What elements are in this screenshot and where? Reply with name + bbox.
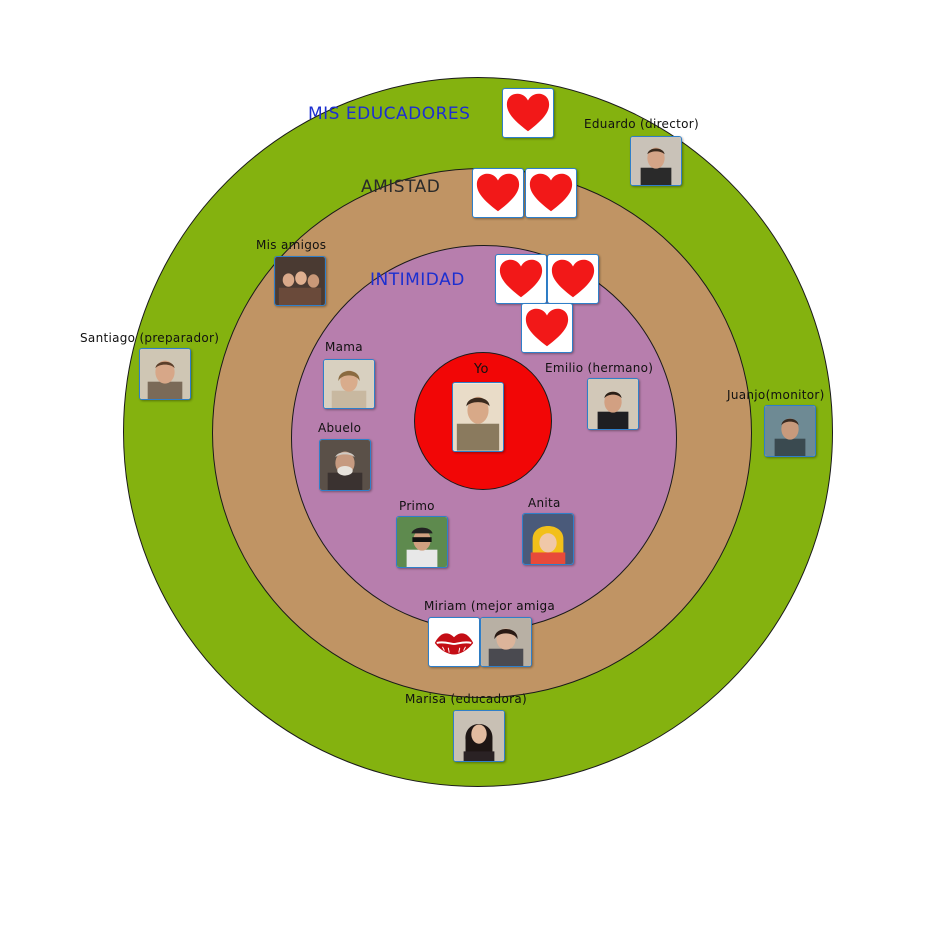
- emilio-photo[interactable]: [587, 378, 639, 430]
- miriam-name: Miriam (mejor amiga: [424, 599, 556, 613]
- heart-icon: [525, 168, 577, 218]
- heart-icon: [502, 88, 554, 138]
- heart-icon: [521, 303, 573, 353]
- yo-photo[interactable]: [452, 382, 504, 452]
- mama-photo[interactable]: [323, 359, 375, 409]
- marisa-photo[interactable]: [453, 710, 505, 762]
- emilio-name: Emilio (hermano): [545, 361, 654, 375]
- heart-icon: [547, 254, 599, 304]
- eduardo-name: Eduardo (director): [584, 117, 699, 131]
- mis-amigos-name: Mis amigos: [256, 238, 327, 252]
- amistad-label: AMISTAD: [361, 177, 441, 197]
- juanjo-name: Juanjo(monitor): [727, 388, 825, 402]
- lips-icon: [428, 617, 480, 667]
- marisa-name: Marisa (educadora): [405, 692, 527, 706]
- yo-name: Yo: [474, 362, 489, 377]
- santiago-photo[interactable]: [139, 348, 191, 400]
- mama-name: Mama: [325, 340, 363, 354]
- heart-icon: [495, 254, 547, 304]
- mis-amigos-photo[interactable]: [274, 256, 326, 306]
- intimidad-label: INTIMIDAD: [370, 270, 465, 290]
- abuelo-name: Abuelo: [318, 421, 362, 435]
- heart-icon: [472, 168, 524, 218]
- santiago-name: Santiago (preparador): [80, 331, 220, 345]
- miriam-photo[interactable]: [480, 617, 532, 667]
- abuelo-photo[interactable]: [319, 439, 371, 491]
- eduardo-photo[interactable]: [630, 136, 682, 186]
- educadores-label: MIS EDUCADORES: [308, 104, 471, 124]
- juanjo-photo[interactable]: [764, 405, 816, 457]
- anita-photo[interactable]: [522, 513, 574, 565]
- primo-photo[interactable]: [396, 516, 448, 568]
- anita-name: Anita: [528, 496, 561, 510]
- primo-name: Primo: [399, 499, 435, 513]
